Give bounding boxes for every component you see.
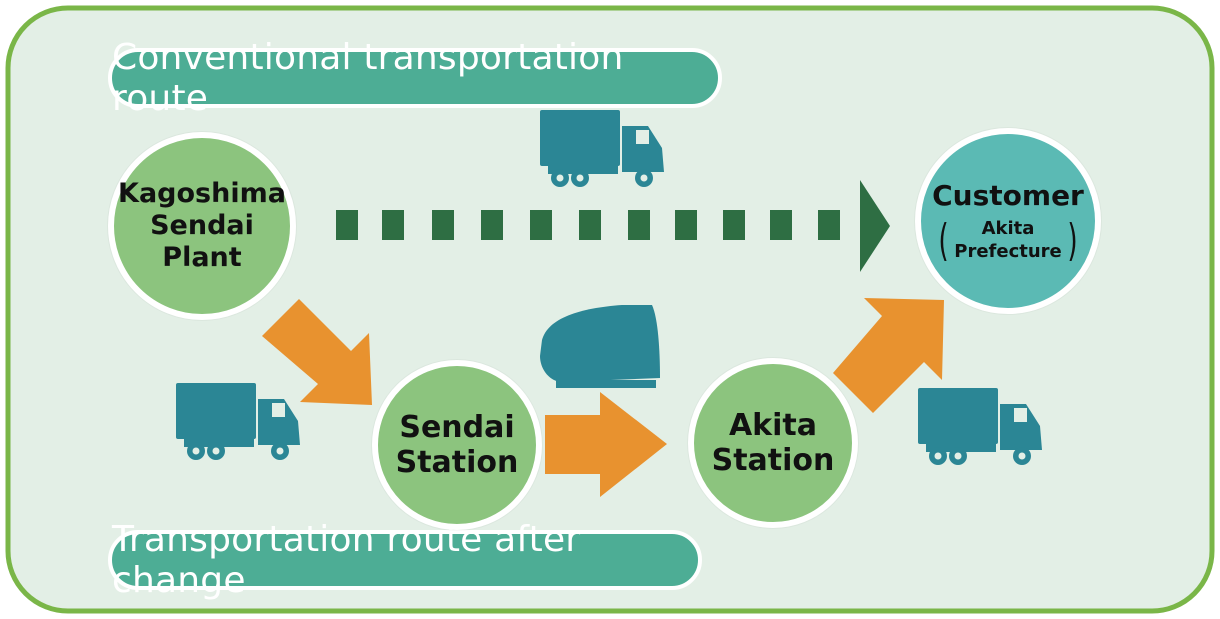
plant-line-2: Sendai — [150, 210, 254, 242]
arrow-plant-to-sendai — [262, 299, 372, 405]
node-akita-station: Akita Station — [688, 358, 858, 528]
node-customer: Customer ( Akita Prefecture ) — [915, 128, 1101, 314]
truck-icon-left — [176, 383, 300, 460]
train-icon — [540, 305, 660, 388]
left-paren: ( — [938, 214, 949, 266]
customer-sub-2: Prefecture — [954, 240, 1062, 262]
sendai-station-line-1: Sendai — [399, 409, 515, 445]
conventional-route-label: Conventional transportation route — [108, 37, 722, 119]
truck-icon-right — [918, 388, 1042, 465]
customer-sub-1: Akita — [981, 218, 1035, 240]
plant-line-1: Kagoshima — [118, 178, 286, 210]
akita-station-line-2: Station — [711, 443, 835, 478]
customer-title: Customer — [932, 178, 1084, 212]
arrow-akita-to-customer — [833, 298, 944, 413]
right-paren: ) — [1067, 214, 1078, 266]
customer-location: ( Akita Prefecture ) — [935, 218, 1081, 263]
akita-station-line-1: Akita — [728, 407, 818, 443]
sendai-station-line-2: Station — [395, 445, 519, 480]
plant-line-3: Plant — [162, 241, 242, 273]
node-kagoshima-sendai-plant: Kagoshima Sendai Plant — [108, 132, 296, 320]
truck-icon-top — [540, 110, 664, 187]
arrow-sendai-to-akita — [545, 392, 667, 497]
after-change-route-label: Transportation route after change — [108, 519, 702, 601]
conventional-route-arrow — [336, 180, 890, 272]
node-sendai-station: Sendai Station — [372, 360, 542, 530]
